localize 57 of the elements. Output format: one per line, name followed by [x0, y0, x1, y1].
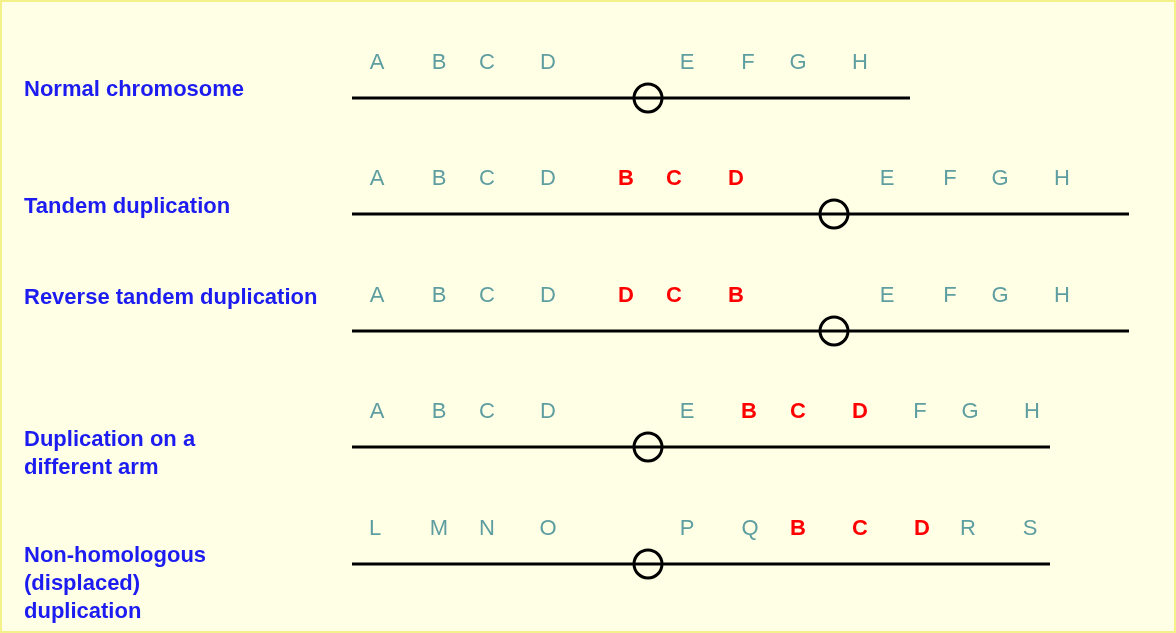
gene-label: D	[540, 399, 556, 423]
gene-label: F	[913, 399, 927, 423]
row-title: Duplication on a different arm	[24, 425, 197, 481]
gene-label: B	[431, 283, 447, 307]
duplicated-gene-label: D	[728, 166, 744, 190]
gene-label: A	[369, 399, 385, 423]
gene-label: A	[369, 166, 385, 190]
gene-label: E	[679, 50, 695, 74]
gene-label: A	[369, 50, 385, 74]
gene-label: H	[1024, 399, 1040, 423]
gene-label: N	[479, 516, 495, 540]
duplicated-gene-label: B	[618, 166, 634, 190]
duplicated-gene-label: B	[790, 516, 806, 540]
gene-label: M	[429, 516, 449, 540]
duplicated-gene-label: C	[666, 283, 682, 307]
gene-label: C	[479, 399, 495, 423]
gene-label: F	[741, 50, 755, 74]
gene-label: R	[960, 516, 976, 540]
gene-label: S	[1022, 516, 1038, 540]
gene-label: H	[1054, 166, 1070, 190]
gene-label: G	[789, 50, 807, 74]
gene-label: D	[540, 166, 556, 190]
row-title: Normal chromosome	[24, 75, 246, 103]
gene-label: H	[1054, 283, 1070, 307]
gene-label: G	[961, 399, 979, 423]
duplicated-gene-label: D	[914, 516, 930, 540]
duplicated-gene-label: D	[852, 399, 868, 423]
gene-label: L	[368, 516, 382, 540]
duplicated-gene-label: B	[741, 399, 757, 423]
gene-label: D	[540, 50, 556, 74]
gene-label: O	[539, 516, 557, 540]
gene-label: Q	[741, 516, 759, 540]
gene-label: C	[479, 283, 495, 307]
gene-label: C	[479, 166, 495, 190]
row-title: Non-homologous (displaced) duplication	[24, 541, 208, 625]
gene-label: E	[879, 283, 895, 307]
row-title: Tandem duplication	[24, 192, 232, 220]
gene-label: H	[852, 50, 868, 74]
gene-label: B	[431, 50, 447, 74]
gene-label: C	[479, 50, 495, 74]
gene-label: P	[679, 516, 695, 540]
row-title: Reverse tandem duplication	[24, 283, 319, 311]
gene-label: F	[943, 283, 957, 307]
duplicated-gene-label: C	[852, 516, 868, 540]
duplicated-gene-label: C	[790, 399, 806, 423]
gene-label: B	[431, 399, 447, 423]
duplicated-gene-label: C	[666, 166, 682, 190]
duplicated-gene-label: B	[728, 283, 744, 307]
duplicated-gene-label: D	[618, 283, 634, 307]
gene-label: E	[879, 166, 895, 190]
gene-label: A	[369, 283, 385, 307]
gene-label: B	[431, 166, 447, 190]
gene-label: E	[679, 399, 695, 423]
gene-label: G	[991, 166, 1009, 190]
gene-label: G	[991, 283, 1009, 307]
gene-label: F	[943, 166, 957, 190]
gene-label: D	[540, 283, 556, 307]
